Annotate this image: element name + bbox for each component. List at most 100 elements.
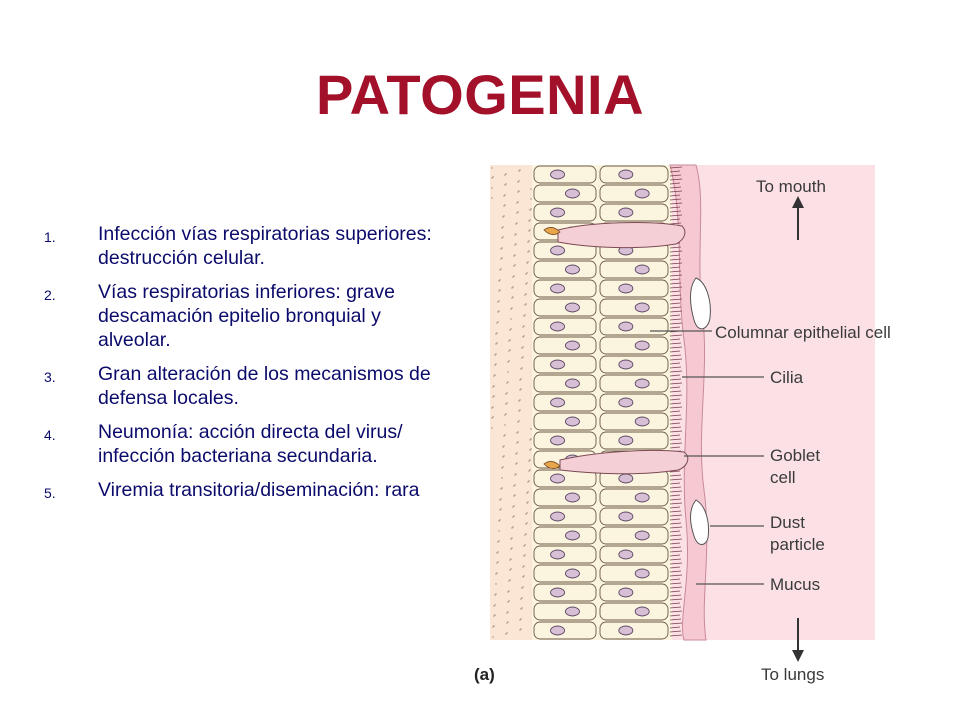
cilium bbox=[669, 254, 681, 257]
stipple-dot bbox=[491, 407, 493, 409]
cilium bbox=[669, 538, 683, 541]
stipple-dot bbox=[508, 360, 510, 362]
stipple-dot bbox=[524, 534, 526, 536]
goblet-nucleus-icon bbox=[543, 461, 561, 469]
cilium bbox=[669, 302, 681, 305]
stipple-dot bbox=[517, 191, 519, 193]
stipple-dot bbox=[520, 608, 522, 610]
stipple-dot bbox=[523, 315, 525, 317]
stipple-dot bbox=[506, 612, 508, 614]
cell-nucleus bbox=[550, 473, 566, 484]
cell-nucleus bbox=[564, 530, 580, 541]
cell-nucleus bbox=[618, 435, 634, 446]
stipple-dot bbox=[498, 540, 500, 542]
stipple-dot bbox=[514, 474, 516, 476]
stipple-dot bbox=[491, 187, 493, 189]
stipple-dot bbox=[530, 198, 532, 200]
stipple-dot bbox=[518, 170, 520, 172]
cilium bbox=[669, 510, 682, 513]
stipple-dot bbox=[492, 396, 494, 398]
stipple-dot bbox=[514, 494, 516, 496]
stipple-dot bbox=[502, 226, 504, 228]
cilium bbox=[669, 590, 681, 593]
stipple-dot bbox=[523, 325, 525, 327]
panel-label: (a) bbox=[474, 665, 495, 684]
cilium bbox=[669, 210, 682, 213]
stipple-dot bbox=[525, 303, 527, 305]
cell-nucleus bbox=[634, 416, 650, 427]
stipple-dot bbox=[518, 190, 520, 192]
epithelium-illustration: To mouth Columnar epithelial cell Cilia … bbox=[474, 164, 891, 684]
stipple-dot bbox=[507, 621, 509, 623]
cilium bbox=[669, 414, 682, 417]
item-number: 5. bbox=[44, 485, 56, 501]
stipple-dot bbox=[500, 258, 502, 260]
cilium bbox=[669, 606, 682, 609]
cilium bbox=[669, 518, 681, 521]
stipple-dot bbox=[513, 265, 515, 267]
stipple-dot bbox=[513, 275, 515, 277]
stipple-dot bbox=[515, 463, 517, 465]
stipple-dot bbox=[496, 332, 498, 334]
cell-nucleus bbox=[550, 359, 566, 370]
cilium bbox=[669, 622, 683, 625]
stipple-dot bbox=[517, 201, 519, 203]
stipple-dot bbox=[509, 349, 511, 351]
stipple-dot bbox=[504, 414, 506, 416]
cell-nucleus bbox=[550, 397, 566, 408]
stipple-dot bbox=[491, 417, 493, 419]
stipple-dot bbox=[519, 409, 521, 411]
cilium bbox=[669, 278, 681, 281]
stipple-dot bbox=[527, 241, 529, 243]
stipple-dot bbox=[495, 593, 497, 595]
stipple-dot bbox=[529, 209, 531, 211]
stipple-dot bbox=[506, 622, 508, 624]
cilium bbox=[669, 618, 682, 621]
cilium bbox=[669, 362, 681, 365]
stipple-dot bbox=[497, 301, 499, 303]
epithelial-cell bbox=[599, 621, 669, 640]
stipple-dot bbox=[525, 283, 527, 285]
stipple-dot bbox=[495, 363, 497, 365]
stipple-dot bbox=[513, 485, 515, 487]
stipple-dot bbox=[524, 544, 526, 546]
cilium bbox=[669, 558, 682, 561]
cell-nucleus bbox=[634, 264, 650, 275]
stipple-dot bbox=[530, 438, 532, 440]
stipple-dot bbox=[525, 273, 527, 275]
cilium bbox=[669, 178, 683, 181]
stipple-dot bbox=[500, 268, 502, 270]
stipple-dot bbox=[514, 264, 516, 266]
stipple-dot bbox=[515, 473, 517, 475]
stipple-dot bbox=[510, 548, 512, 550]
stipple-dot bbox=[506, 382, 508, 384]
stipple-dot bbox=[526, 502, 528, 504]
slide-title: PATOGENIA bbox=[315, 63, 645, 126]
stipple-dot bbox=[497, 311, 499, 313]
stipple-dot bbox=[492, 406, 494, 408]
stipple-dot bbox=[506, 632, 508, 634]
stipple-dot bbox=[493, 375, 495, 377]
cell-nucleus bbox=[634, 606, 650, 617]
stipple-dot bbox=[517, 181, 519, 183]
epithelial-cell bbox=[599, 583, 669, 602]
stipple-dot bbox=[527, 501, 529, 503]
epithelial-cell bbox=[599, 279, 669, 298]
list-item: 5.Viremia transitoria/diseminación: rara bbox=[44, 478, 444, 502]
stipple-dot bbox=[508, 590, 510, 592]
cell-nucleus bbox=[634, 568, 650, 579]
stipple-dot bbox=[499, 509, 501, 511]
stipple-dot bbox=[522, 336, 524, 338]
stipple-dot bbox=[512, 526, 514, 528]
stipple-dot bbox=[510, 308, 512, 310]
stipple-dot bbox=[527, 481, 529, 483]
cilium bbox=[669, 574, 683, 577]
cilium bbox=[669, 498, 682, 501]
cilium bbox=[669, 282, 682, 285]
stipple-dot bbox=[516, 442, 518, 444]
cilium bbox=[669, 486, 682, 489]
stipple-dot bbox=[528, 460, 530, 462]
stipple-dot bbox=[517, 421, 519, 423]
cilium bbox=[669, 550, 683, 553]
cilium bbox=[669, 182, 681, 185]
